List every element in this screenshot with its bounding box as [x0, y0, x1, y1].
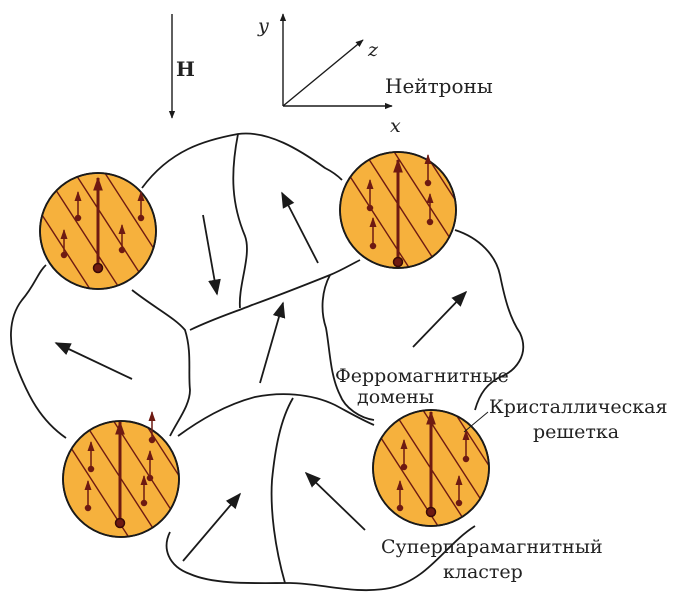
superparamagnetic-label-line1: Суперпарамагнитный: [381, 536, 603, 558]
atomic-moments: [60, 191, 145, 259]
boundary-inner-3: [189, 259, 361, 331]
domain-arrow: [259, 301, 286, 384]
cluster-bottom-left: [62, 411, 180, 538]
field-label: H: [176, 57, 195, 81]
domain-arrow: [281, 191, 319, 264]
labels: Ферромагнитные домены Кристаллическая ре…: [335, 365, 667, 583]
x-axis-label: x: [390, 115, 401, 137]
crystal-lattice-label-line1: Кристаллическая: [489, 396, 667, 418]
z-axis-label: z: [367, 39, 379, 61]
domain-arrow: [412, 290, 468, 348]
boundary-inner-6: [270, 397, 294, 584]
cluster-bottom-right: [372, 409, 490, 527]
field-indicator: H: [168, 14, 195, 119]
domain-arrow: [304, 471, 366, 531]
domain-arrow: [182, 492, 242, 562]
coordinate-axes: y z x Нейтроны: [257, 13, 493, 137]
z-axis: [282, 39, 364, 107]
ferro-domains-label-line2: домены: [357, 386, 434, 408]
neutrons-label: Нейтроны: [385, 74, 493, 98]
boundary-inner-4: [321, 274, 375, 421]
domain-arrow: [54, 342, 133, 380]
superparamagnetic-label-line2: кластер: [443, 561, 523, 583]
cluster-top-left: [39, 172, 157, 290]
boundary-inner-5: [177, 393, 375, 437]
ferro-domains-label-line1: Ферромагнитные: [335, 365, 509, 387]
y-axis-label: y: [257, 15, 269, 37]
outer-boundary: [10, 132, 525, 592]
boundary-inner-1: [232, 133, 248, 309]
domain-arrows: [54, 191, 468, 562]
atomic-moments: [396, 430, 470, 512]
cluster-top-right: [339, 151, 457, 269]
crystal-lattice-label-line2: решетка: [533, 421, 619, 443]
atomic-moments: [366, 154, 434, 250]
boundary-inner-2: [131, 289, 191, 437]
atomic-moments: [84, 411, 156, 512]
crystal-leader-line: [463, 411, 489, 433]
domain-boundaries: [10, 132, 525, 592]
domain-arrow: [202, 214, 221, 296]
